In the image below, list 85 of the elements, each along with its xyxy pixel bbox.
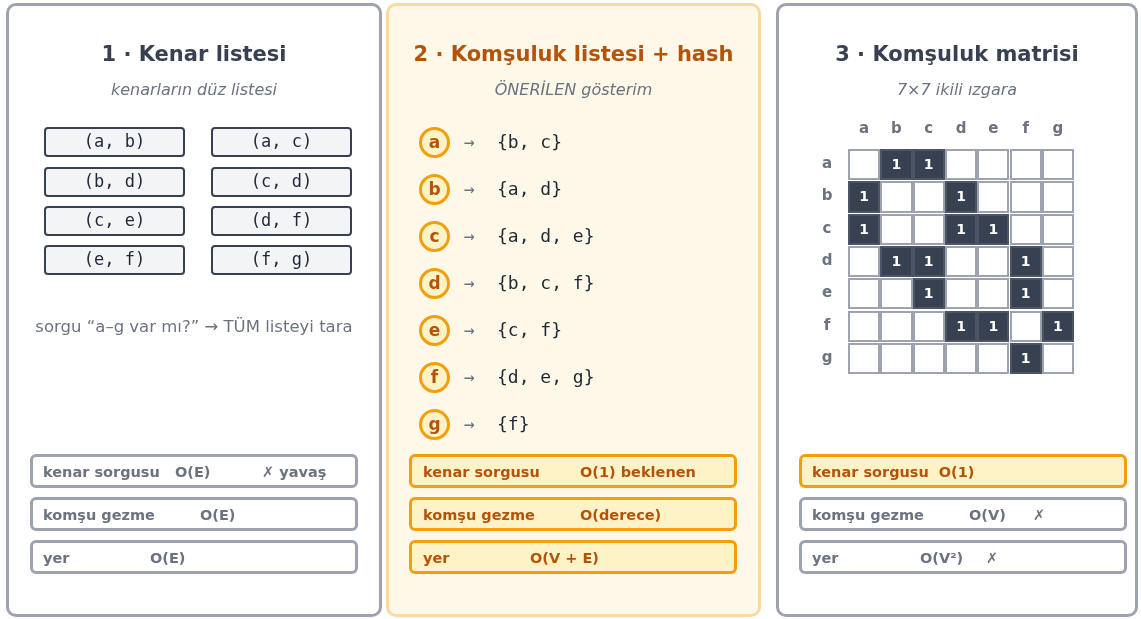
column-header: f (1021, 119, 1031, 137)
complexity-box (409, 497, 737, 531)
metric-value: O(V²) (920, 550, 965, 566)
representation-panel (6, 3, 382, 617)
column-header: d (954, 119, 968, 137)
complexity-box (30, 540, 358, 574)
matrix-cell: 1 (977, 213, 1010, 245)
panel-title: 2 · Komşuluk listesi + hash (412, 42, 735, 66)
row-header: c (821, 218, 833, 237)
metric-name: komşu gezme (812, 507, 925, 523)
query-note: sorgu “a–g var mı?” → TÜM listeyi tara (34, 317, 354, 336)
arrow-symbol: → (464, 177, 475, 201)
metric-name: yer (812, 550, 840, 566)
representation-panel (386, 3, 761, 617)
matrix-cell: 1 (1009, 278, 1042, 310)
edge-pair-box: (c, e) (44, 206, 185, 236)
metric-name: yer (423, 550, 451, 566)
metric-value: ✗ yavaş (262, 464, 327, 480)
arrow-symbol: → (464, 224, 475, 248)
metric-name: kenar sorgusu (812, 464, 929, 480)
neighbor-set: {d, e, g} (497, 365, 595, 389)
panel-subtitle: kenarların düz listesi (109, 80, 278, 99)
row-header: e (820, 283, 834, 302)
metric-value: O(E) (200, 507, 236, 523)
panel-title: 3 · Komşuluk matrisi (834, 42, 1080, 66)
neighbor-set: {f} (497, 412, 530, 436)
column-header: e (987, 119, 1000, 137)
metric-value: ✗ (986, 550, 999, 566)
edge-pair-box: (f, g) (211, 245, 352, 275)
metric-name: komşu gezme (43, 507, 156, 523)
arrow-symbol: → (464, 130, 475, 154)
edge-pair-box: (b, d) (44, 167, 185, 197)
matrix-cell: 1 (848, 181, 881, 213)
arrow-symbol: → (464, 412, 475, 436)
column-header: b (890, 119, 903, 137)
matrix-cell: 1 (912, 278, 945, 310)
neighbor-set: {b, c, f} (497, 271, 595, 295)
matrix-cell: 1 (880, 245, 913, 278)
matrix-cell: 1 (848, 213, 881, 245)
metric-value: O(1) (938, 464, 975, 480)
metric-value: ✗ (1033, 507, 1046, 523)
metric-value: O(V + E) (530, 550, 599, 566)
panel-subtitle: 7×7 ikili ızgara (895, 80, 1019, 99)
matrix-cell: 1 (977, 310, 1010, 342)
metric-value: O(V) (969, 507, 1007, 523)
neighbor-set: {b, c} (497, 130, 563, 154)
panel-title: 1 · Kenar listesi (100, 42, 288, 66)
row-header: b (820, 186, 834, 205)
metric-value: O(1) beklenen (580, 464, 696, 480)
metric-name: komşu gezme (423, 507, 536, 523)
matrix-cell: 1 (912, 149, 945, 181)
complexity-box (30, 454, 358, 488)
neighbor-set: {a, d} (497, 177, 563, 201)
matrix-cell: 1 (944, 181, 978, 213)
edge-pair-box: (a, b) (44, 127, 185, 157)
row-header: g (820, 347, 834, 366)
complexity-box (799, 454, 1127, 488)
panel-subtitle: ÖNERİLEN gösterim (493, 80, 654, 99)
column-header: a (858, 119, 871, 137)
edge-pair-box: (a, c) (211, 127, 352, 157)
metric-value: O(E) (175, 464, 212, 480)
edge-pair-box: (d, f) (211, 206, 352, 236)
neighbor-set: {c, f} (497, 318, 563, 342)
row-header: f (822, 315, 832, 334)
complexity-box (409, 540, 737, 574)
complexity-box (799, 497, 1127, 531)
complexity-box (799, 540, 1127, 574)
metric-value: O(derece) (580, 507, 662, 523)
matrix-cell: 1 (880, 149, 913, 181)
metric-name: kenar sorgusu (43, 464, 161, 480)
row-header: d (820, 250, 834, 269)
metric-value: O(E) (150, 550, 186, 566)
complexity-box (409, 454, 737, 488)
row-header: a (820, 154, 834, 172)
metric-name: kenar sorgusu (423, 464, 541, 480)
arrow-symbol: → (464, 318, 475, 342)
complexity-box (30, 497, 358, 531)
arrow-symbol: → (464, 365, 475, 389)
column-header: c (923, 119, 935, 137)
edge-pair-box: (c, d) (211, 167, 352, 197)
neighbor-set: {a, d, e} (497, 224, 595, 248)
arrow-symbol: → (464, 271, 475, 295)
edge-pair-box: (e, f) (44, 245, 185, 275)
column-header: g (1051, 119, 1065, 137)
metric-name: yer (43, 550, 71, 566)
